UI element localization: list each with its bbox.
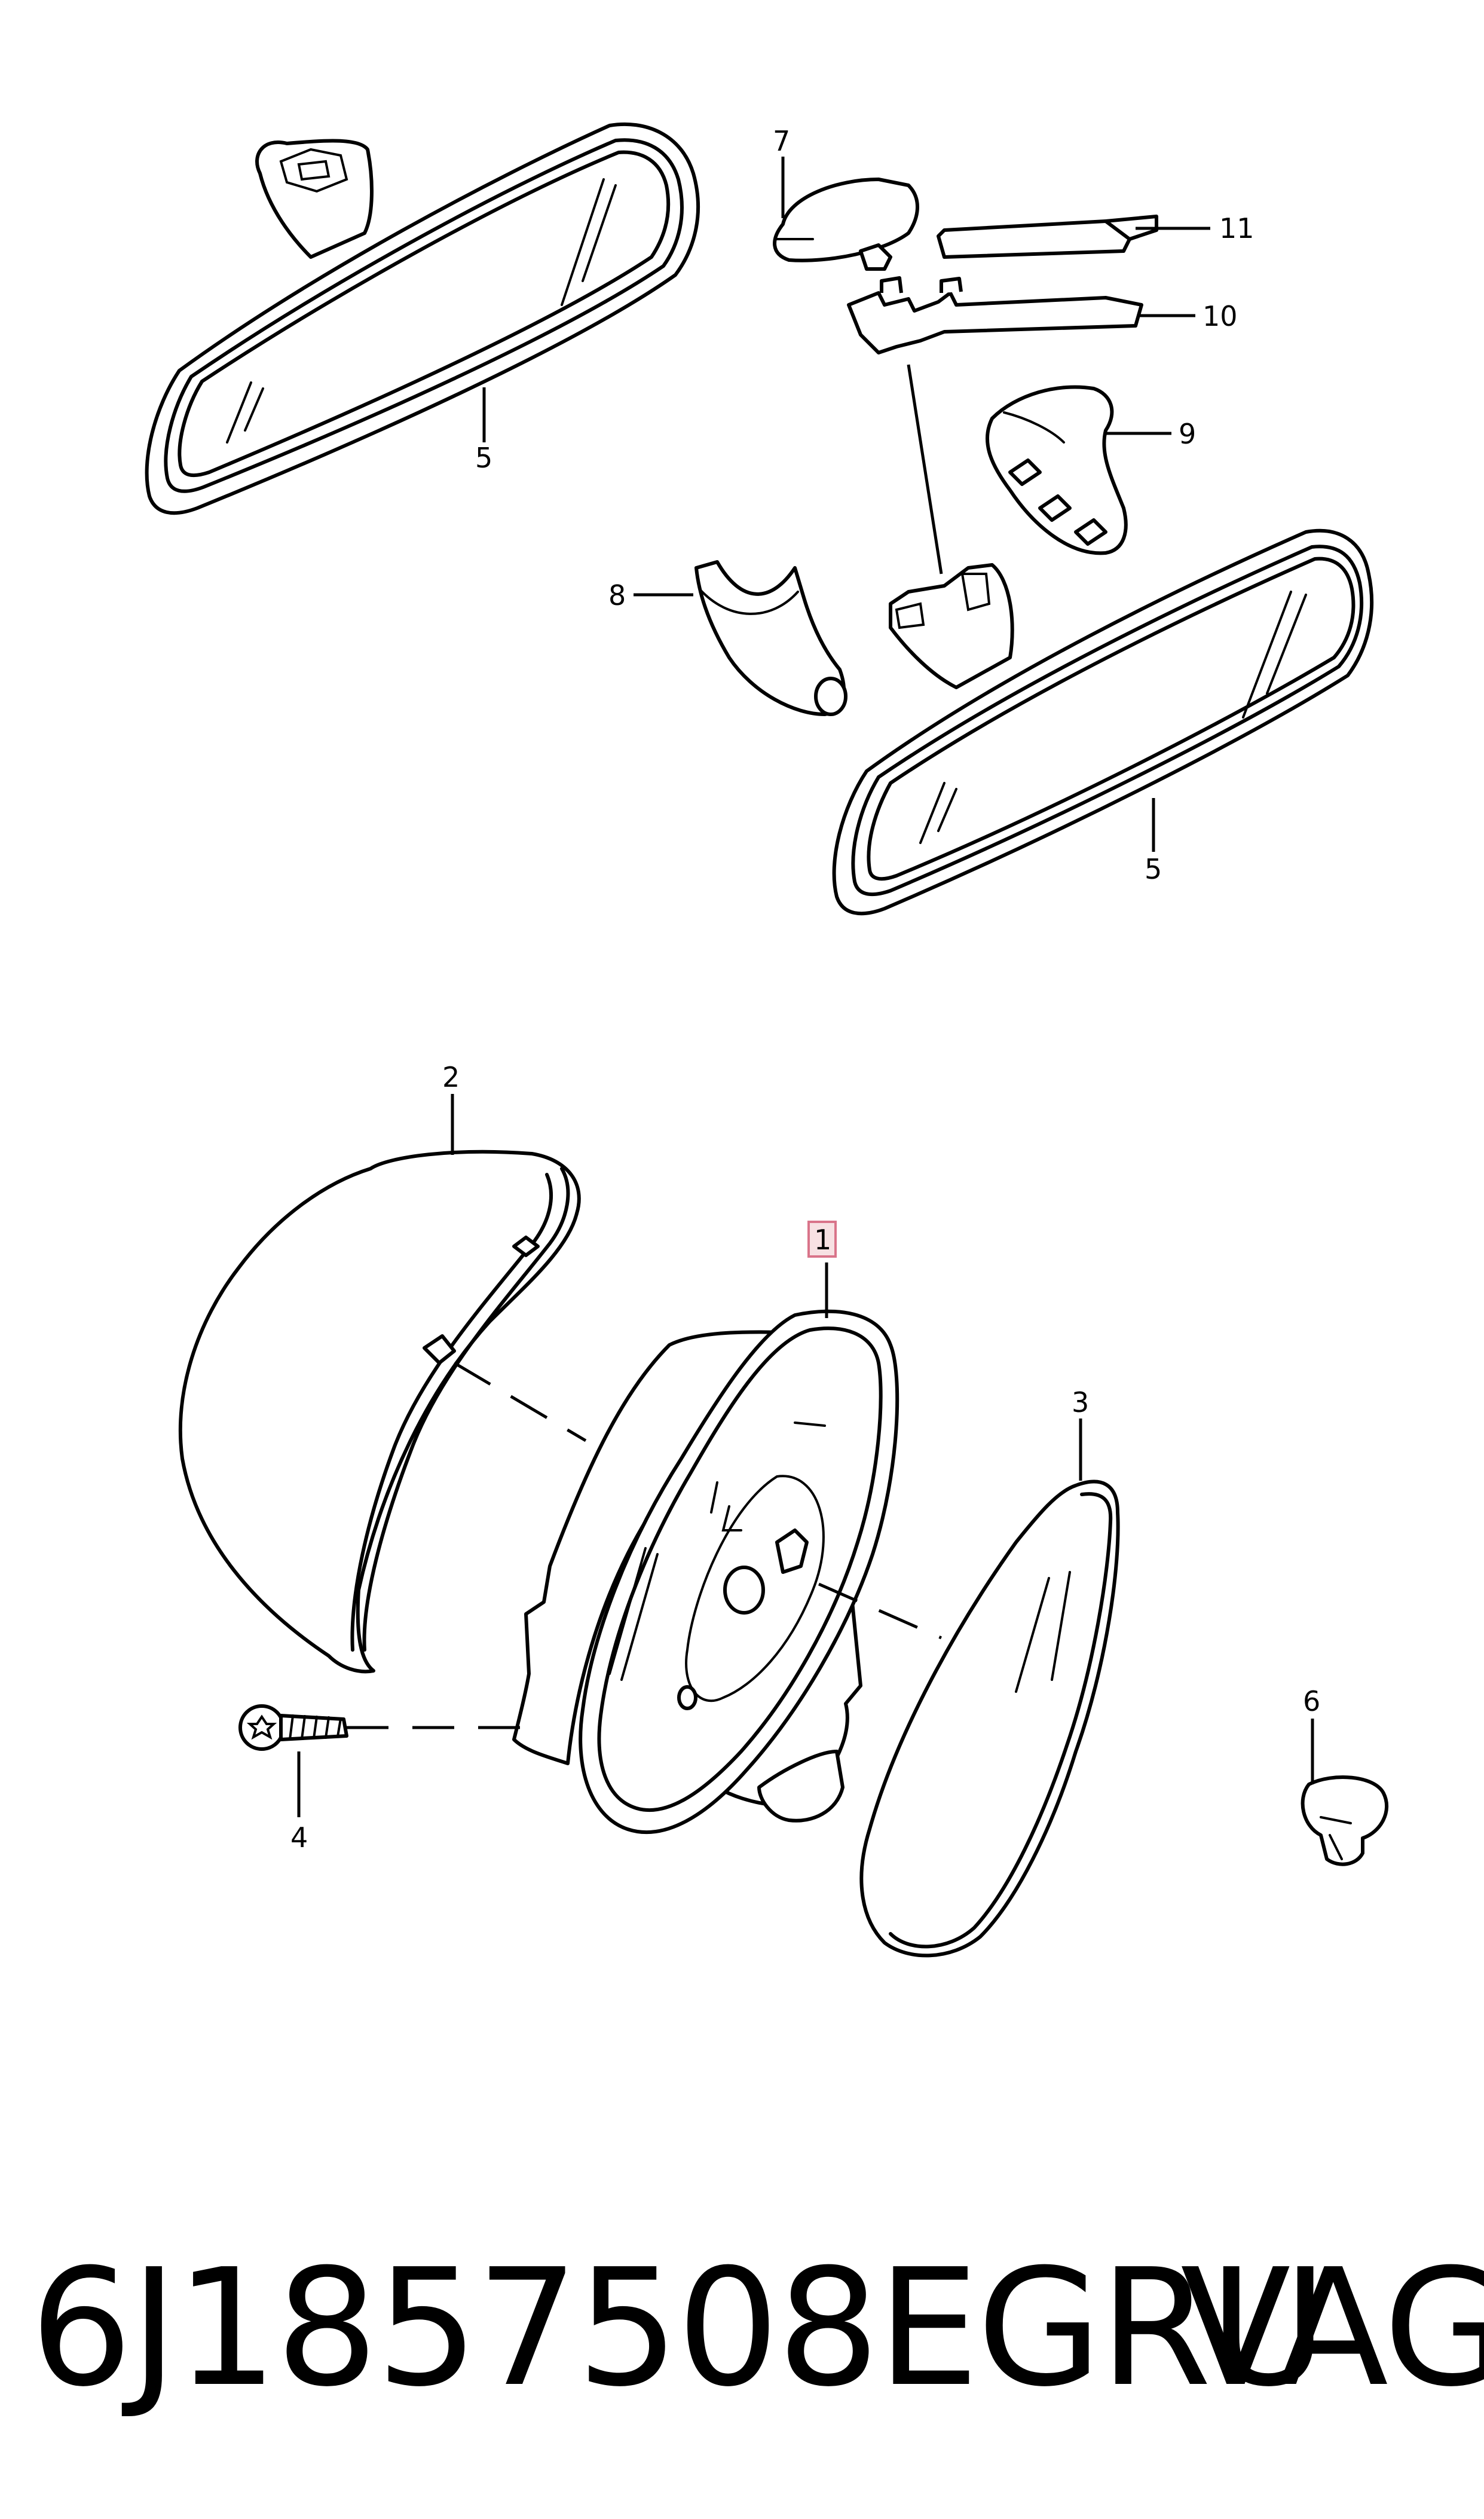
mirror-glass-3 <box>859 1479 1120 1958</box>
brand-label: VAG <box>1180 2234 1484 2422</box>
callout-1: 1 <box>814 1224 831 1256</box>
clip-6 <box>1301 1775 1388 1866</box>
callout-2: 2 <box>442 1061 460 1093</box>
callout-11: 11 <box>1219 212 1254 244</box>
cover-8 <box>694 560 847 716</box>
callout-6: 6 <box>1303 1685 1320 1717</box>
callout-4: 4 <box>290 1821 308 1854</box>
callout-1-highlight <box>807 1221 837 1258</box>
mirror-housing-1 <box>512 1309 899 1835</box>
bracket-10 <box>847 276 1143 354</box>
rain-sensor-7 <box>773 178 919 271</box>
part-number: 6J1857508EGRU <box>30 2234 1327 2422</box>
callout-8: 8 <box>608 579 626 612</box>
callout-5-lower: 5 <box>1145 853 1162 885</box>
callout-9: 9 <box>1179 418 1196 450</box>
callout-7: 7 <box>773 125 790 157</box>
cover-strip-11 <box>937 215 1158 259</box>
cover-9 <box>986 385 1128 555</box>
callout-5-upper: 5 <box>475 442 492 474</box>
callout-3: 3 <box>1072 1386 1089 1419</box>
interior-mirror-upper <box>145 122 700 515</box>
mirror-cap-2 <box>178 1150 581 1674</box>
mirror-mount <box>889 563 1014 689</box>
screw-4 <box>238 1704 348 1751</box>
interior-mirror-lower <box>832 528 1374 916</box>
callout-10: 10 <box>1203 300 1238 332</box>
